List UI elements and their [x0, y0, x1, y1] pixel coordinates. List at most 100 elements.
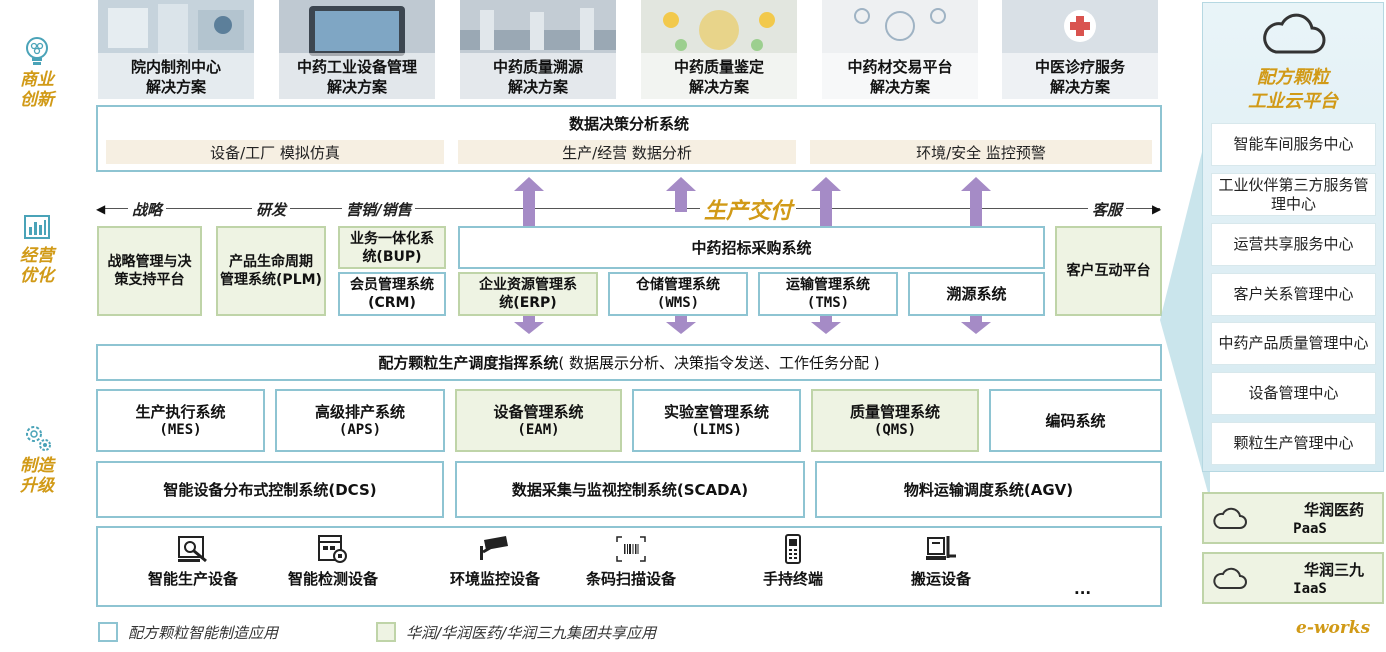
solution-card-equipment-management[interactable]: 中药工业设备管理解决方案 — [279, 0, 435, 99]
mfg-system-4[interactable]: 质量管理系统(QMS) — [811, 389, 979, 452]
mfg-system-3[interactable]: 实验室管理系统(LIMS) — [632, 389, 801, 452]
device-more: ... — [1074, 580, 1092, 598]
decision-band-monitoring: 环境/安全 监控预警 — [810, 140, 1152, 164]
category-operation-optimization: 经营 优化 — [6, 210, 68, 286]
scada-system[interactable]: 数据采集与监视控制系统(SCADA) — [455, 461, 805, 518]
lab-photo — [98, 0, 254, 99]
down-arrow — [666, 316, 696, 334]
solution-card-herb-trading[interactable]: 中药材交易平台解决方案 — [822, 0, 978, 99]
mfg-system-code: (QMS) — [873, 421, 917, 438]
bup-system[interactable]: 业务一体化系统(BUP) — [338, 226, 446, 269]
legend-app-label: 配方颗粒智能制造应用 — [128, 624, 279, 642]
stage-strategy: 战略 — [128, 199, 167, 220]
cloud-item-workshop[interactable]: 智能车间服务中心 — [1211, 123, 1376, 166]
crm-system[interactable]: 会员管理系统(CRM) — [338, 272, 446, 316]
mfg-system-1[interactable]: 高级排产系统(APS) — [275, 389, 445, 452]
device-handling[interactable]: 搬运设备 — [876, 534, 1006, 589]
arrow-left-icon: ◀ — [96, 202, 106, 216]
cloud-title: 配方颗粒 工业云平台 — [1248, 67, 1338, 112]
mfg-system-code: (LIMS) — [691, 421, 742, 438]
stage-rd: 研发 — [252, 199, 291, 220]
customer-platform[interactable]: 客户互动平台 — [1055, 226, 1162, 316]
device-environment-monitor[interactable]: 环境监控设备 — [430, 534, 560, 589]
iaas-name: 华润三九 — [1303, 561, 1364, 579]
paas-box[interactable]: 华润医药 PaaS — [1202, 492, 1384, 544]
mfg-system-code: (MES) — [159, 421, 202, 438]
mfg-system-name: 编码系统 — [1045, 411, 1106, 430]
cloud-icon — [1213, 507, 1247, 529]
cloud-connector — [1160, 120, 1210, 500]
cloud-item-operations[interactable]: 运营共享服务中心 — [1211, 223, 1376, 266]
category-label: 商业 创新 — [20, 70, 54, 110]
cloud-item-partners[interactable]: 工业伙伴第三方服务管理中心 — [1211, 173, 1376, 216]
value-chain-line — [100, 208, 1160, 209]
forklift-icon — [926, 536, 956, 560]
mfg-system-2[interactable]: 设备管理系统(EAM) — [455, 389, 622, 452]
mfg-system-name: 生产执行系统 — [135, 402, 226, 421]
tms-system[interactable]: 运输管理系统(TMS) — [758, 272, 898, 316]
category-label: 经营 优化 — [20, 246, 54, 286]
inspection-equipment-icon — [318, 535, 347, 563]
procurement-system[interactable]: 中药招标采购系统 — [458, 226, 1045, 269]
solution-card-tcm-diagnosis[interactable]: 中医诊疗服务解决方案 — [1002, 0, 1158, 99]
cloud-icon — [1213, 567, 1247, 589]
device-inspection[interactable]: 智能检测设备 — [268, 534, 398, 589]
production-equipment-icon — [178, 536, 207, 563]
decision-title: 数据决策分析系统 — [568, 115, 689, 133]
down-arrow — [811, 316, 841, 334]
stage-delivery: 生产交付 — [700, 193, 797, 225]
cloud-icon — [1263, 13, 1326, 54]
lightbulb-icon — [26, 37, 48, 65]
solution-card-hospital-preparation[interactable]: 院内制剂中心解决方案 — [98, 0, 254, 99]
down-arrow — [961, 316, 991, 334]
cctv-camera-icon — [480, 536, 508, 560]
iaas-layer: IaaS — [1293, 581, 1327, 597]
device-production[interactable]: 智能生产设备 — [128, 534, 258, 589]
mfg-system-name: 质量管理系统 — [849, 402, 940, 421]
up-arrow — [514, 177, 544, 232]
mfg-system-5[interactable]: 编码系统 — [989, 389, 1162, 452]
category-manufacturing-upgrade: 制造 升级 — [6, 420, 68, 496]
solution-card-quality-trace[interactable]: 中药质量溯源解决方案 — [460, 0, 616, 99]
plm-system[interactable]: 产品生命周期管理系统(PLM) — [216, 226, 326, 316]
mfg-system-code: (APS) — [338, 421, 382, 438]
mfg-system-code: (EAM) — [517, 421, 560, 438]
cloud-item-equipment[interactable]: 设备管理中心 — [1211, 372, 1376, 415]
decision-band-analysis: 生产/经营 数据分析 — [458, 140, 796, 164]
dcs-system[interactable]: 智能设备分布式控制系统(DCS) — [96, 461, 444, 518]
trace-system[interactable]: 溯源系统 — [908, 272, 1045, 316]
bar-chart-icon — [24, 215, 50, 239]
device-handheld[interactable]: 手持终端 — [728, 534, 858, 589]
mfg-system-0[interactable]: 生产执行系统(MES) — [96, 389, 265, 452]
category-business-innovation: 商业 创新 — [6, 34, 68, 110]
solution-card-quality-identification[interactable]: 中药质量鉴定解决方案 — [641, 0, 797, 99]
dispatch-command-system[interactable]: 配方颗粒生产调度指挥系统( 数据展示分析、决策指令发送、工作任务分配 ) — [96, 344, 1162, 381]
handheld-terminal-icon — [785, 534, 801, 564]
barcode-scanner-icon — [616, 536, 646, 562]
device-barcode-scanner[interactable]: 条码扫描设备 — [566, 534, 696, 589]
mfg-system-name: 高级排产系统 — [314, 402, 405, 421]
up-arrow — [666, 177, 696, 212]
mfg-system-name: 设备管理系统 — [493, 402, 584, 421]
decision-analysis-system[interactable]: 数据决策分析系统 设备/工厂 模拟仿真 生产/经营 数据分析 环境/安全 监控预… — [96, 105, 1162, 172]
legend-swatch-shared — [376, 622, 396, 642]
paas-layer: PaaS — [1293, 521, 1327, 537]
strategy-platform[interactable]: 战略管理与决策支持平台 — [97, 226, 202, 316]
category-label: 制造 升级 — [20, 456, 54, 496]
legend-swatch-app — [98, 622, 118, 642]
devices-panel — [96, 526, 1162, 607]
agv-system[interactable]: 物料运输调度系统(AGV) — [815, 461, 1162, 518]
gears-icon — [26, 426, 51, 451]
erp-system[interactable]: 企业资源管理系统(ERP) — [458, 272, 598, 316]
cloud-item-crm[interactable]: 客户关系管理中心 — [1211, 273, 1376, 316]
stage-service: 客服 — [1088, 199, 1127, 220]
legend-shared-label: 华润/华润医药/华润三九集团共享应用 — [406, 624, 657, 642]
paas-name: 华润医药 — [1303, 501, 1364, 519]
wms-system[interactable]: 仓储管理系统(WMS) — [608, 272, 748, 316]
cloud-item-quality[interactable]: 中药产品质量管理中心 — [1211, 322, 1376, 365]
up-arrow — [961, 177, 991, 232]
decision-band-simulation: 设备/工厂 模拟仿真 — [106, 140, 444, 164]
iaas-box[interactable]: 华润三九 IaaS — [1202, 552, 1384, 604]
arrow-right-icon: ▶ — [1152, 202, 1162, 216]
cloud-item-production[interactable]: 颗粒生产管理中心 — [1211, 422, 1376, 465]
